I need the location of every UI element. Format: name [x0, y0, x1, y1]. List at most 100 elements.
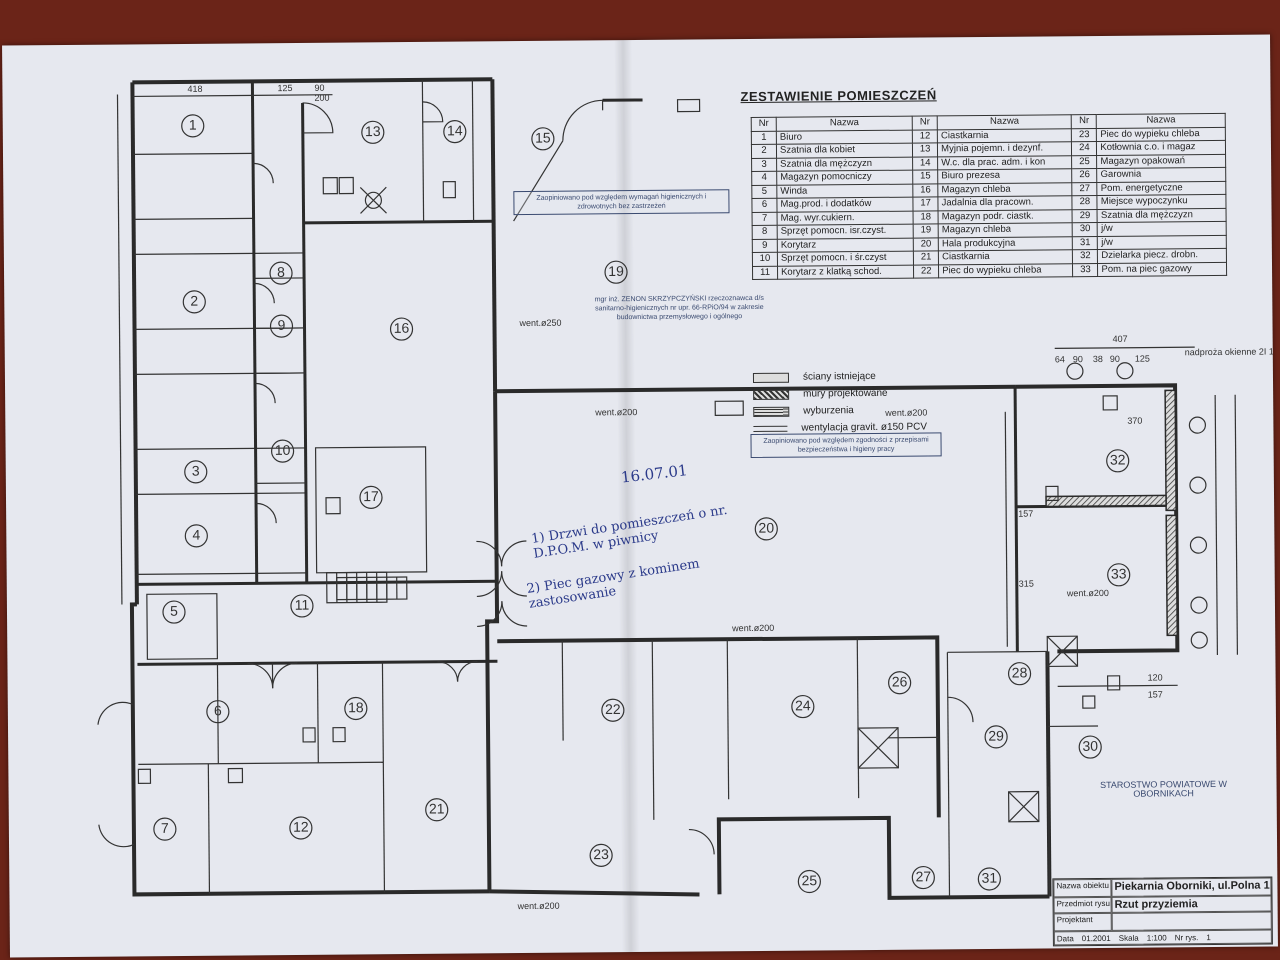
room-nr-cell: 9: [752, 238, 778, 253]
room-nr-cell: 10: [752, 252, 778, 267]
room-nr-cell: 16: [912, 183, 939, 198]
room-name-cell: j/w: [1097, 221, 1227, 236]
room-15: 15: [535, 129, 551, 145]
room-12: 12: [293, 819, 309, 835]
dim-text: 418: [187, 84, 202, 94]
room-nr-cell: 12: [912, 129, 938, 144]
stairs: [336, 576, 408, 601]
legend-label: mury projektowane: [803, 387, 888, 400]
room-nr-cell: 29: [1072, 208, 1098, 223]
legend: ściany istniejące mury projektowane wybu…: [752, 367, 927, 437]
room-name-cell: Magazyn pomocniczy: [776, 170, 913, 185]
room-nr-cell: 6: [751, 198, 778, 213]
room-name-cell: Biuro: [776, 129, 913, 145]
dim-text: 38: [1093, 354, 1103, 364]
legend-item: mury projektowane: [753, 384, 927, 403]
room-nr-cell: 13: [912, 142, 938, 157]
room-9: 9: [278, 317, 286, 333]
room-23: 23: [593, 846, 609, 862]
room-name-cell: Piec do wypieku chleba: [938, 263, 1074, 278]
legend-item: ściany istniejące: [752, 367, 927, 386]
room-name-cell: Magazyn chleba: [937, 182, 1073, 197]
room-21: 21: [429, 800, 445, 816]
room-nr-cell: 14: [912, 156, 938, 171]
room-8: 8: [277, 264, 285, 280]
vent-label: went.ø250: [518, 318, 561, 328]
room-6: 6: [214, 702, 222, 718]
room-10: 10: [275, 442, 291, 458]
room-name-cell: Korytarz z klatką schod.: [777, 264, 914, 280]
room-2: 2: [190, 293, 198, 309]
room-name-cell: W.c. dla prac. adm. i kon: [937, 155, 1073, 170]
room-nr-cell: 25: [1071, 154, 1098, 169]
col-header: Nr: [1071, 114, 1097, 129]
room-name-cell: Sprzęt pomocn. i śr.czyst: [777, 251, 914, 266]
tb-scale-value: 1:100: [1146, 932, 1167, 943]
room-13: 13: [365, 123, 381, 139]
room-19: 19: [608, 263, 624, 279]
col-header: Nr: [751, 117, 777, 132]
vent-labels: went.ø250 went.ø200 went.ø200 went.ø200 …: [517, 318, 1109, 911]
room-7: 7: [161, 820, 169, 836]
room-nr-cell: 4: [751, 171, 777, 186]
dim-text: 370: [1127, 416, 1142, 426]
room-name-cell: Szatnia dla mężczyzn: [1097, 207, 1227, 223]
bhp-stamp: Zaopiniowano pod względem zgodności z pr…: [750, 432, 942, 459]
room-name-cell: Mag. wyr.cukiern.: [777, 210, 914, 226]
tb-object-value: Piekarnia Oborniki, ul.Polna 1: [1111, 877, 1272, 897]
room-name-cell: Hala produkcyjna: [938, 236, 1073, 251]
room-name-cell: Magazyn chleba: [938, 222, 1073, 238]
room-29: 29: [988, 728, 1004, 744]
room-name-cell: Sprzęt pomocn. isr.czyst.: [777, 224, 914, 239]
room-30: 30: [1082, 738, 1098, 754]
tb-subject-label: Przedmiot rysunku: [1053, 896, 1112, 914]
room-nr-cell: 28: [1072, 195, 1098, 210]
tb-object-label: Nazwa obiektu i adres: [1053, 878, 1112, 898]
dimension-lines: [116, 94, 1239, 687]
room-nr-cell: 2: [751, 144, 777, 159]
room-name-cell: Szatnia dla kobiet: [776, 143, 913, 158]
room-nr-cell: 15: [912, 169, 938, 184]
room-name-cell: Dzielarka piecz. drobn.: [1097, 248, 1227, 263]
room-nr-cell: 8: [752, 225, 778, 240]
room-name-cell: Myjnia pojemn. i dezynf.: [937, 141, 1072, 157]
room-name-cell: Pom. na piec gazowy: [1097, 261, 1227, 277]
dim-text: 90: [1110, 354, 1120, 364]
room-24: 24: [795, 697, 811, 713]
dim-text: 200: [314, 93, 329, 103]
county-stamp: STAROSTWO POWIATOWE W OBORNIKACH: [1099, 778, 1228, 799]
room-name-cell: Magazyn podr. ciastk.: [938, 209, 1073, 224]
room-name-cell: Kotłownia c.o. i magaz: [1096, 140, 1226, 155]
legend-label: wyburzenia: [803, 405, 854, 417]
room-name-cell: Szatnia dla mężczyzn: [776, 156, 913, 172]
expert-stamp: mgr inż. ZENON SKRZYPCZYŃSKI rzeczoznawc…: [594, 294, 764, 322]
room-labels: 1 2 3 4 5 6 7 8 9 10 11 12 13 14 15 16 1…: [161, 117, 1127, 889]
room-nr-cell: 21: [913, 250, 939, 265]
dim-text: 315: [1019, 579, 1034, 589]
room-name-cell: Mag.prod. i dodatków: [776, 197, 914, 212]
room-22: 22: [605, 701, 621, 717]
room-name-cell: j/w: [1097, 234, 1227, 250]
blueprint-sheet: 1 2 3 4 5 6 7 8 9 10 11 12 13 14 15 16 1…: [2, 34, 1278, 958]
dim-text: 90: [314, 83, 324, 93]
room-name-cell: Biuro prezesa: [937, 168, 1073, 184]
legend-swatch: [753, 425, 788, 432]
room-nr-cell: 5: [751, 184, 777, 199]
room-nr-cell: 18: [913, 210, 939, 225]
room-nr-cell: 33: [1072, 262, 1099, 277]
interior-walls: [132, 79, 1178, 898]
room-nr-cell: 7: [752, 211, 778, 226]
room-name-cell: Jadalnia dla pracown.: [938, 195, 1073, 211]
room-26: 26: [892, 673, 908, 689]
room-nr-cell: 24: [1071, 141, 1097, 156]
dim-text: 125: [1135, 354, 1150, 364]
dim-text: 157: [1148, 689, 1163, 699]
vent-label: went.ø200: [517, 901, 560, 911]
legend-swatch: [753, 389, 790, 400]
room-nr-cell: 32: [1072, 249, 1098, 264]
col-header: Nazwa: [776, 116, 913, 131]
tb-subject-value: Rzut przyziemia: [1111, 895, 1272, 913]
room-nr-cell: 11: [752, 265, 778, 280]
hygiene-stamp: Zaopiniowano pod względem wymagań higien…: [513, 189, 730, 216]
room-20: 20: [758, 520, 774, 536]
